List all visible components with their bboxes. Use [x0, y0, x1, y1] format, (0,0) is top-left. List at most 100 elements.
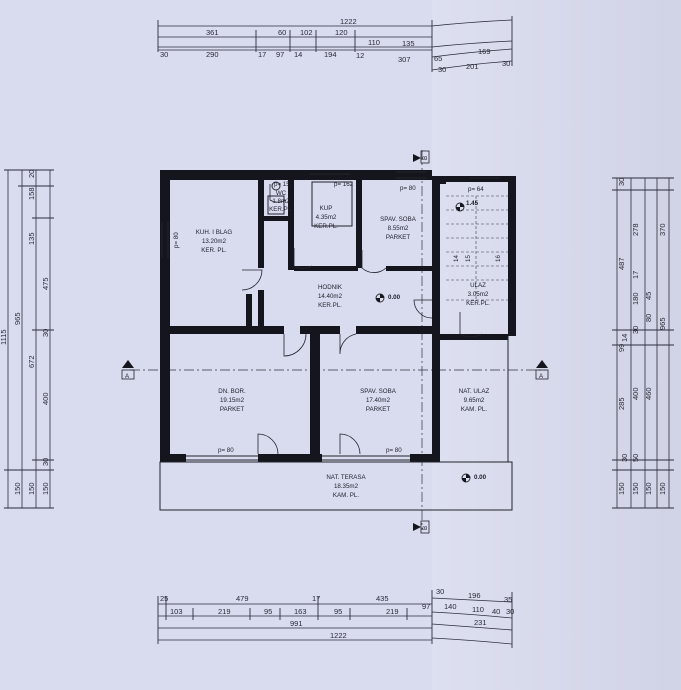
- room-floor: KER.PL.: [269, 206, 293, 213]
- bottom-dim-label: 40: [492, 607, 500, 616]
- level-label: 1.45: [466, 200, 479, 207]
- axis-marker-top-label: B: [422, 156, 429, 160]
- stair-step-label: 15: [465, 255, 472, 262]
- top-dim-label: 14: [294, 50, 302, 59]
- top-dim-label: 201: [466, 62, 479, 71]
- top-dim-label: 12: [356, 51, 364, 60]
- right-dim-label: 99: [617, 344, 626, 352]
- level-marker: 0.00: [375, 293, 401, 303]
- right-dim-label: 150: [644, 482, 653, 495]
- left-dim-label: 475: [41, 277, 50, 290]
- room-area: 1.8m2: [272, 198, 290, 205]
- room-area: 8.55m2: [388, 225, 409, 232]
- room-name: NAT. ULAZ: [459, 388, 490, 395]
- room-label-bedroom-large: SPAV. SOBA 17.40m2 PARKET: [360, 388, 397, 413]
- door-swing: [339, 333, 357, 355]
- right-dim-label: 14: [620, 334, 629, 342]
- room-area: 4.35m2: [316, 214, 337, 221]
- room-floor: KER.PL.: [466, 300, 490, 307]
- door-swing: [339, 433, 361, 455]
- bottom-dim-label: 30: [506, 607, 514, 616]
- room-name: KUP: [320, 205, 333, 212]
- bottom-dim-label: 110: [472, 605, 484, 614]
- left-dim-label: 150: [41, 482, 50, 495]
- doors: [241, 184, 483, 455]
- bottom-dim-label: 991: [290, 619, 303, 628]
- axis-lines: [130, 150, 545, 530]
- room-floor: PARKET: [220, 406, 245, 413]
- top-dimension-chain: 1222 361 60 102 120 110 135 30 290 17 97…: [157, 16, 513, 74]
- top-dim-label: 60: [278, 28, 286, 37]
- level-marker: 1.45: [455, 200, 479, 212]
- right-dim-label: 30: [617, 178, 626, 186]
- room-floor: KER.PL.: [314, 223, 338, 230]
- room-floor: PARKET: [386, 234, 411, 241]
- bottom-dim-label: 17: [312, 594, 320, 603]
- room-area: 19.15m2: [220, 397, 245, 404]
- right-dim-label: 150: [617, 482, 626, 495]
- door-swing: [283, 333, 307, 357]
- right-dim-label: 30: [620, 454, 629, 462]
- axis-marker-bottom: B: [413, 520, 430, 534]
- top-dim-label: 30: [438, 65, 446, 74]
- bottom-dim-label: 1222: [330, 631, 347, 640]
- level-label: 0.00: [388, 294, 401, 301]
- door-swing: [269, 184, 287, 203]
- room-floor: KER. PL.: [201, 247, 227, 254]
- room-label-bedroom-small: SPAV. SOBA 8.55m2 PARKET: [380, 216, 417, 241]
- staircase: 14 15 16: [446, 195, 508, 301]
- right-dim-label: 370: [658, 223, 667, 236]
- left-dim-label: 1115: [0, 329, 8, 345]
- left-dim-label: 672: [27, 355, 36, 368]
- door-swing: [361, 250, 387, 273]
- door-swing: [459, 312, 483, 338]
- bottom-dim-label: 435: [376, 594, 389, 603]
- right-dim-label: 460: [644, 387, 653, 400]
- left-dim-label: 965: [13, 312, 22, 325]
- bottom-dim-label: 95: [334, 607, 342, 616]
- bottom-dim-label: 30: [436, 587, 444, 596]
- section-marker-left-label: A: [125, 373, 130, 380]
- right-dim-label: 80: [644, 314, 653, 322]
- left-dimension-chain: 1115 965 150 20 158 135 672 150 475 30 4…: [0, 169, 54, 509]
- right-dimension-chain: 30 487 99 285 150 278 17 180 30 400 50 1…: [612, 177, 674, 509]
- right-dim-label: 30: [631, 326, 640, 334]
- top-dim-label: 30: [160, 50, 168, 59]
- left-dim-label: 30: [41, 329, 50, 337]
- right-dim-label: 150: [631, 482, 640, 495]
- top-dim-label: 97: [276, 50, 284, 59]
- bottom-dim-label: 95: [264, 607, 272, 616]
- room-label-living-room: DN. BOR. 19.15m2 PARKET: [218, 388, 246, 413]
- left-dim-label: 150: [27, 482, 36, 495]
- bottom-dim-label: 25: [160, 594, 168, 603]
- right-dim-label: 487: [617, 257, 626, 270]
- bottom-dim-label: 231: [474, 618, 487, 627]
- bottom-dim-label: 163: [294, 607, 307, 616]
- room-floor: KAM. PL.: [461, 406, 487, 413]
- room-area: 3.05m2: [468, 291, 489, 298]
- top-dim-label: 194: [324, 50, 337, 59]
- left-dim-label: 400: [41, 392, 50, 405]
- window-label: p= 15: [274, 181, 290, 188]
- room-name: SPAV. SOBA: [380, 216, 417, 223]
- top-dim-overall: 1222: [340, 17, 357, 26]
- bottom-dim-label: 35: [504, 595, 512, 604]
- right-dim-label: 400: [631, 387, 640, 400]
- door-swing: [241, 269, 263, 291]
- right-dim-label: 150: [658, 482, 667, 495]
- axis-marker-top: B: [413, 150, 430, 164]
- right-dim-label: 45: [644, 292, 653, 300]
- left-dim-label: 158: [27, 187, 36, 200]
- right-dim-label: 278: [631, 223, 640, 236]
- room-name: ULAZ: [470, 282, 486, 289]
- bottom-dim-label: 140: [444, 602, 457, 611]
- left-dim-label: 20: [27, 170, 36, 178]
- room-floor: KER.PL.: [318, 302, 342, 309]
- level-label: 0.00: [474, 474, 487, 481]
- bottom-dimension-chain: 25 479 17 435 30 196 35 103 219 95 163 9…: [157, 587, 514, 648]
- section-marker-right: A: [535, 360, 549, 380]
- top-dim-label: 290: [206, 50, 219, 59]
- door-swing: [293, 248, 313, 269]
